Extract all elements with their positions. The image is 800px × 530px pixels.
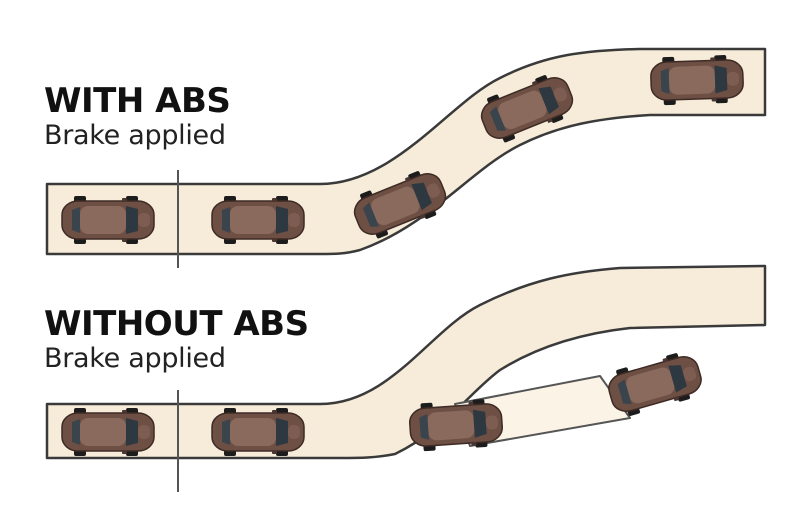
without-abs-subtitle: Brake applied [44,343,226,374]
without-abs-title: WITHOUT ABS [44,304,309,344]
with-abs-subtitle: Brake applied [44,120,226,151]
car-top-view-icon [603,347,707,421]
car-top-view-icon [211,407,305,457]
car-top-view-icon [61,195,155,245]
with-abs-title: WITH ABS [44,81,231,121]
car-top-view-icon [649,53,745,107]
car-top-view-icon [211,195,305,245]
car-top-view-icon [407,397,505,453]
car-top-view-icon [61,407,155,457]
